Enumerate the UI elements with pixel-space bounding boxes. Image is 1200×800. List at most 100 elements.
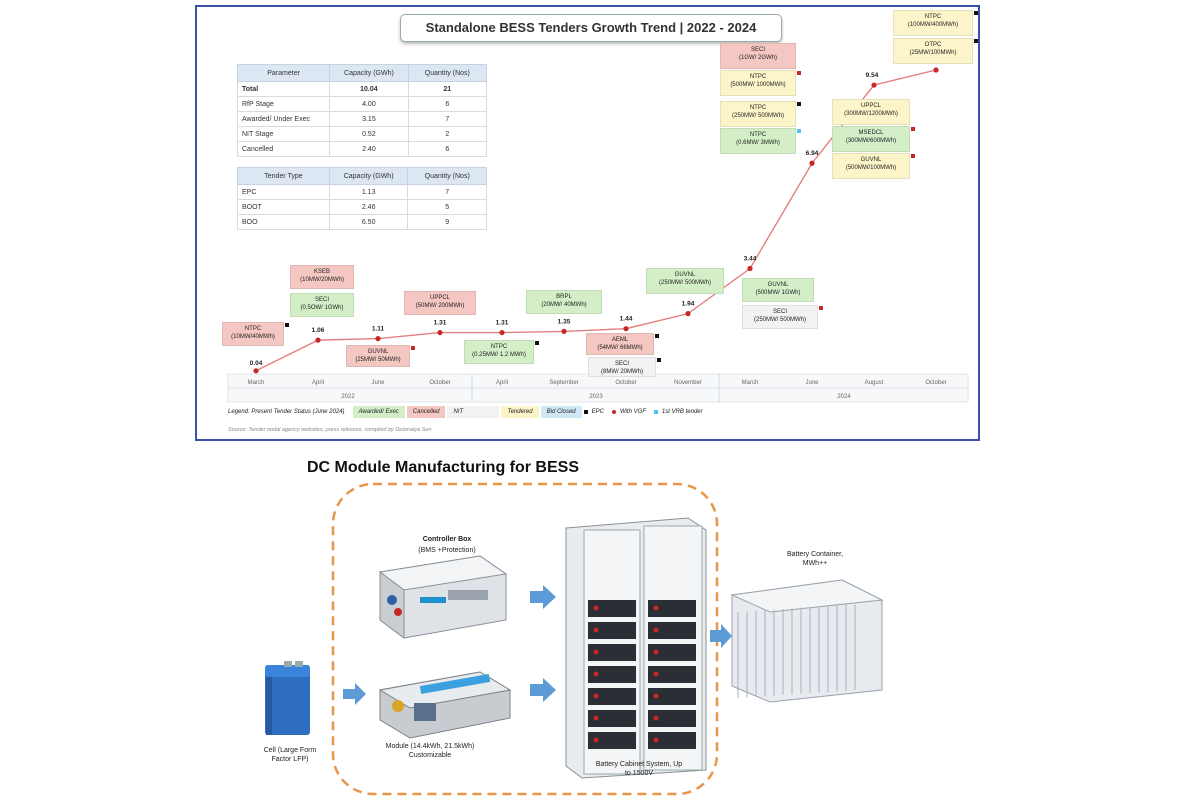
tender-agency: NTPC bbox=[749, 74, 767, 80]
tender-box: GUVNL(500MW/100MWh) bbox=[832, 153, 915, 179]
tender-capacity: (0.5OW/ 1GWh) bbox=[300, 305, 344, 311]
tender-box: NTPC (10MW/40MWh) bbox=[222, 322, 289, 346]
data-label: 1.44 bbox=[620, 316, 633, 323]
capacity-status-table: Parameter Capacity (GWh) Quantity (Nos) … bbox=[236, 64, 488, 157]
year-label: 2023 bbox=[589, 394, 603, 400]
x-tick-label: April bbox=[312, 380, 324, 386]
legend-nit: NIT bbox=[447, 406, 500, 418]
tender-box: GUVNL (250MW/ 500MWh) bbox=[646, 268, 724, 294]
tender-capacity: (25MW/ 50MWh) bbox=[355, 357, 401, 363]
x-tick-label: June bbox=[805, 380, 819, 386]
tender-capacity: (10MW/20MWh) bbox=[300, 277, 344, 283]
tender-capacity: (250MW/ 500MWh) bbox=[658, 280, 711, 286]
tender-capacity: (250MW/ 500MWh) bbox=[753, 317, 806, 323]
tender-capacity: (500MW/ 1000MWh) bbox=[730, 82, 786, 88]
tender-agency: SECI bbox=[314, 297, 329, 303]
tender-agency: NTPC bbox=[749, 105, 767, 111]
tender-capacity: (0.25MW/ 1.2 MWh) bbox=[472, 352, 526, 358]
data-label: 1.31 bbox=[496, 320, 509, 327]
tender-type-table: Tender Type Capacity (GWh) Quantity (Nos… bbox=[237, 167, 487, 230]
tender-box: GUVNL(25MW/ 50MWh) bbox=[346, 345, 415, 367]
tender-agency: SECI bbox=[614, 361, 629, 367]
tender-box: NTPC (250MW/ 500MWh) bbox=[720, 101, 801, 127]
tender-box: BRPL (20MW/ 40MWh) bbox=[526, 290, 602, 314]
x-tick-label: June bbox=[371, 380, 385, 386]
status-marker-icon bbox=[655, 334, 659, 338]
data-point bbox=[437, 329, 443, 336]
table-cell: 6 bbox=[407, 141, 488, 157]
tender-capacity: (20MW/ 40MWh) bbox=[541, 302, 587, 308]
tender-capacity: (300MW/600MWh) bbox=[845, 138, 897, 144]
data-label: 3.44 bbox=[744, 256, 757, 263]
status-marker-icon bbox=[911, 127, 915, 131]
legend-title: Legend: Present Tender Status (June 2024… bbox=[228, 409, 345, 415]
tender-capacity: (250MW/ 500MWh) bbox=[731, 113, 784, 119]
status-marker-icon bbox=[411, 346, 415, 350]
status-marker-icon bbox=[285, 323, 289, 327]
section-title: DC Module Manufacturing for BESS bbox=[307, 459, 579, 476]
tender-agency: BRPL bbox=[556, 294, 572, 300]
data-label: 1.11 bbox=[372, 326, 385, 333]
data-point bbox=[747, 265, 753, 272]
data-point bbox=[561, 328, 567, 334]
legend-tendered: Tendered bbox=[501, 406, 539, 418]
status-marker-icon bbox=[974, 11, 978, 15]
tender-box: MSEDCL(300MW/600MWh) bbox=[832, 126, 915, 152]
tender-capacity: (500MW/ 1GWh) bbox=[755, 290, 801, 296]
tender-agency: GUVNL bbox=[767, 282, 789, 288]
status-marker-icon bbox=[535, 341, 539, 345]
x-tick-label: August bbox=[865, 380, 884, 386]
legend-vgf: With VGF bbox=[619, 409, 646, 415]
data-label: 1.06 bbox=[312, 327, 325, 334]
legend-cancelled: Cancelled bbox=[406, 406, 446, 418]
x-tick-label: March bbox=[248, 380, 265, 386]
vrb-marker-icon bbox=[653, 410, 658, 414]
tender-agency: UPPCL bbox=[860, 103, 881, 109]
tender-capacity: (54MW/ 66MWh) bbox=[597, 345, 643, 351]
table-header: Capacity (GWh) bbox=[329, 64, 409, 82]
status-marker-icon bbox=[819, 306, 823, 310]
tender-agency: NTPC bbox=[924, 14, 942, 20]
chart-title: Standalone BESS Tenders Growth Trend | 2… bbox=[400, 14, 782, 42]
tender-box: SECI (0.5OW/ 1GWh) bbox=[290, 293, 354, 317]
table-cell: 6.50 bbox=[328, 214, 409, 230]
tender-agency: KSEB bbox=[313, 269, 330, 275]
tender-capacity: (1GW/ 2GWh) bbox=[738, 55, 777, 61]
data-label: 1.94 bbox=[682, 301, 695, 308]
data-point bbox=[253, 368, 259, 374]
tender-box: UPPCL(300MW/1200MWh) bbox=[832, 99, 910, 125]
cell-label: Cell (Large Form Factor LFP) bbox=[263, 747, 317, 763]
data-point bbox=[315, 337, 321, 343]
tender-agency: OTPC bbox=[924, 42, 942, 48]
year-label: 2022 bbox=[341, 394, 355, 400]
x-tick-label: October bbox=[429, 380, 450, 386]
epc-marker-icon bbox=[583, 410, 588, 414]
tender-box: UPPCL(50MW/ 200MWh) bbox=[404, 291, 476, 315]
tender-agency: NTPC bbox=[244, 326, 262, 332]
x-tick-label: October bbox=[925, 380, 946, 386]
data-point bbox=[809, 160, 815, 166]
tender-capacity: (25MW/100MWh) bbox=[909, 50, 957, 56]
legend-vrb: 1st VRB tender bbox=[661, 409, 703, 415]
tender-capacity: (0.6MW/ 3MWh) bbox=[736, 140, 780, 146]
tender-agency: NTPC bbox=[490, 344, 508, 350]
status-marker-icon bbox=[797, 129, 801, 133]
data-point bbox=[685, 311, 691, 317]
x-tick-label: April bbox=[496, 380, 508, 386]
x-tick-label: March bbox=[742, 380, 759, 386]
data-label: 0.04 bbox=[250, 360, 263, 367]
tender-capacity: (100MW/400MWh) bbox=[907, 22, 959, 28]
tender-box: NTPC (500MW/ 1000MWh) bbox=[720, 70, 801, 96]
status-marker-icon bbox=[911, 154, 915, 158]
tender-capacity: (10MW/40MWh) bbox=[231, 334, 275, 340]
tender-agency: GUVNL bbox=[674, 272, 696, 278]
data-point bbox=[499, 329, 505, 336]
data-point bbox=[375, 336, 381, 342]
table-header: Quantity (Nos) bbox=[407, 167, 487, 185]
data-label: 9.54 bbox=[866, 72, 879, 79]
tender-box: SECI(1GW/ 2GWh) bbox=[720, 43, 796, 69]
series-line bbox=[255, 69, 937, 372]
